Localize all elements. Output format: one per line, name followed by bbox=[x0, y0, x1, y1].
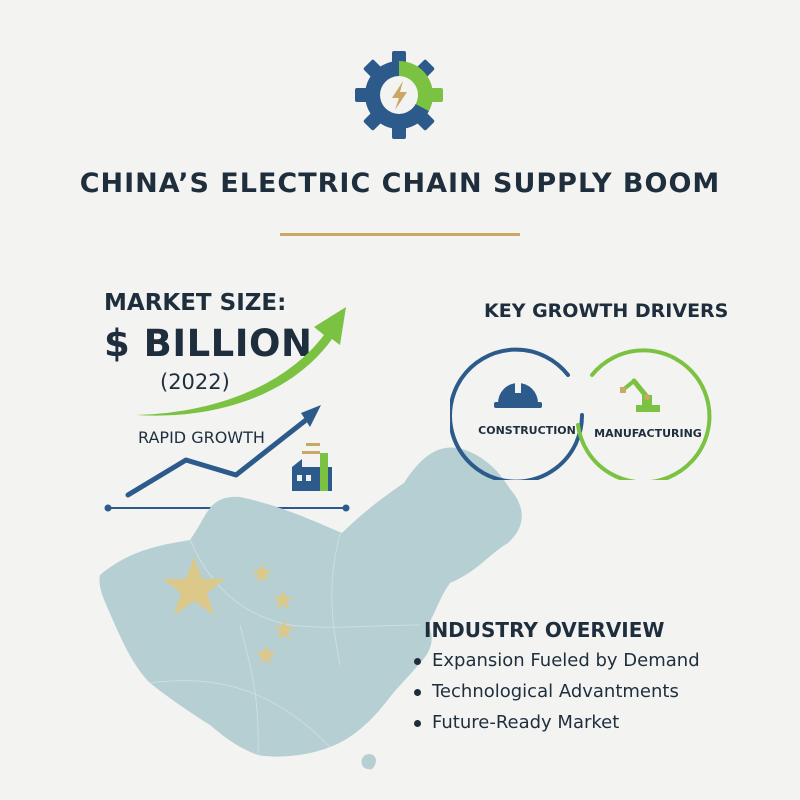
growth-drivers-diagram bbox=[450, 347, 712, 480]
bullet-icon bbox=[414, 720, 421, 727]
driver-manufacturing-label: MANUFACTURING bbox=[594, 427, 702, 440]
factory-icon bbox=[292, 443, 332, 491]
page-title: CHINA’S ELECTRIC CHAIN SUPPLY BOOM bbox=[79, 168, 721, 199]
list-item: Expansion Fueled by Demand bbox=[410, 650, 700, 681]
gear-lightning-icon bbox=[355, 51, 443, 139]
market-size-value: $ BILLION bbox=[104, 322, 313, 365]
market-size-year: (2022) bbox=[160, 370, 230, 394]
market-size-label: MARKET SIZE: bbox=[104, 290, 287, 316]
bullet-icon bbox=[414, 658, 421, 665]
rapid-growth-label: RAPID GROWTH bbox=[138, 428, 265, 447]
small-star bbox=[273, 590, 293, 609]
industry-overview-list: Expansion Fueled by Demand Technological… bbox=[410, 650, 700, 743]
key-growth-drivers-title: KEY GROWTH DRIVERS bbox=[484, 300, 729, 322]
construction-ring bbox=[450, 347, 585, 480]
green-growth-arrow bbox=[136, 307, 346, 416]
large-star bbox=[163, 557, 225, 615]
small-star bbox=[256, 645, 276, 664]
china-map bbox=[99, 447, 522, 770]
list-item: Technological Advantments bbox=[410, 681, 700, 712]
manufacturing-ring bbox=[576, 348, 712, 480]
title-divider bbox=[280, 233, 520, 236]
hard-hat-icon bbox=[494, 381, 542, 408]
small-star bbox=[252, 563, 272, 582]
china-flag-stars bbox=[163, 557, 294, 664]
list-item: Future-Ready Market bbox=[410, 712, 700, 743]
industry-overview-title: INDUSTRY OVERVIEW bbox=[424, 618, 665, 642]
robot-arm-icon bbox=[620, 378, 660, 412]
navy-growth-line bbox=[125, 417, 309, 498]
small-star bbox=[274, 620, 294, 639]
driver-construction-label: CONSTRUCTION bbox=[478, 424, 576, 437]
bullet-icon bbox=[414, 689, 421, 696]
